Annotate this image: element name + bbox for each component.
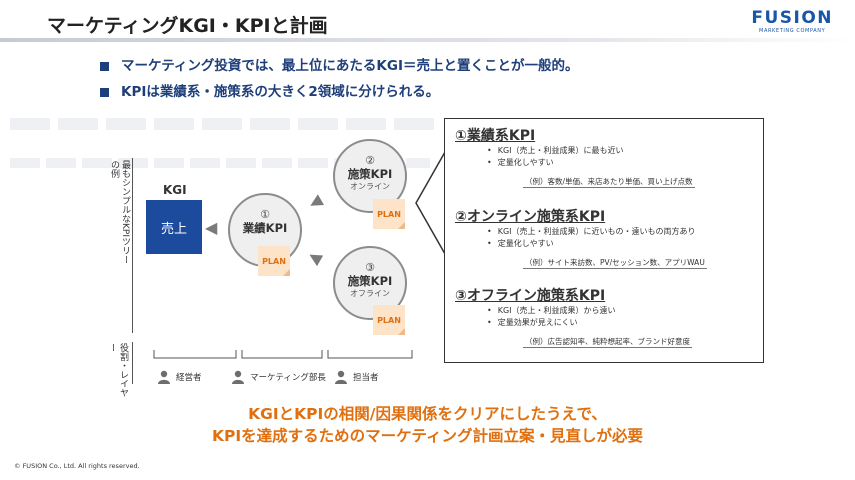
section-item: 定量効果が見えにくい	[487, 317, 692, 329]
section-example: （例）広告認知率、純粋想起率、ブランド好意度	[523, 337, 692, 348]
layer-axis-line	[132, 342, 133, 384]
key-point-text: マーケティング投資では、最上位にあたるKGI＝売上と置くことが一般的。	[121, 58, 579, 74]
node-number: ①	[260, 208, 270, 221]
key-point: マーケティング投資では、最上位にあたるKGI＝売上と置くことが一般的。	[100, 53, 578, 79]
arrow-up-left-icon: ◀	[305, 245, 326, 268]
section-item: 定量化しやすい	[487, 157, 695, 169]
section-title: ③オフライン施策系KPI	[455, 288, 606, 304]
plan-tag: PLAN	[373, 305, 405, 335]
logo-wordmark: FUSION	[751, 8, 833, 28]
person-icon	[232, 370, 244, 384]
page-title: マーケティングKGI・KPIと計画	[47, 15, 328, 37]
layer-person-label: 担当者	[353, 373, 379, 383]
layer-executive: 経営者	[157, 370, 202, 384]
callout-pointer	[415, 151, 446, 255]
node-online-kpi: ② 施策KPI オンライン	[333, 139, 407, 213]
kgi-title: KGI	[163, 183, 187, 197]
arrow-left-icon: ◀	[205, 218, 218, 237]
section-item: KGI（売上・利益成果）から遠い	[487, 305, 692, 317]
key-point-text: KPIは業績系・施策系の大きく2領域に分けられる。	[121, 84, 440, 100]
section-example: （例）客数/単価、来店あたり単価、買い上げ点数	[523, 177, 695, 188]
person-icon	[158, 370, 170, 384]
layer-brackets	[153, 350, 413, 359]
layer-person-label: 経営者	[176, 373, 202, 383]
kgi-box: 売上	[146, 200, 202, 254]
layer-person-label: マーケティング部長	[250, 373, 326, 383]
layer-side-label: 役割・レイヤー	[107, 343, 128, 397]
kpi-description-panel: ①業績系KPI KGI（売上・利益成果）に最も近い 定量化しやすい （例）客数/…	[444, 118, 764, 363]
node-subtitle: オンライン	[350, 182, 390, 191]
company-logo: FUSION MARKETING COMPANY	[751, 8, 833, 34]
kpi-section-performance: ①業績系KPI KGI（売上・利益成果）に最も近い 定量化しやすい （例）客数/…	[455, 128, 695, 188]
section-title: ①業績系KPI	[455, 128, 536, 144]
layer-staff: 担当者	[334, 370, 379, 384]
copyright: © FUSION Co., Ltd. All rights reserved.	[14, 462, 140, 470]
section-item: KGI（売上・利益成果）に最も近い	[487, 145, 695, 157]
section-example: （例）サイト来訪数、PV/セッション数、アプリWAU	[523, 258, 707, 269]
logo-tagline: MARKETING COMPANY	[759, 28, 826, 34]
node-number: ②	[365, 154, 375, 167]
arrow-down-left-icon: ◀	[304, 190, 325, 213]
title-divider	[0, 38, 855, 42]
node-name: 業績KPI	[242, 221, 288, 235]
section-item: KGI（売上・利益成果）に近いもの・遠いもの両方あり	[487, 226, 707, 238]
plan-tag: PLAN	[258, 246, 290, 276]
kpi-section-online: ②オンライン施策系KPI KGI（売上・利益成果）に近いもの・遠いもの両方あり …	[455, 209, 707, 269]
key-point: KPIは業績系・施策系の大きく2領域に分けられる。	[100, 79, 578, 105]
conclusion-line: KGIとKPIの相関/因果関係をクリアにしたうえで、	[248, 405, 607, 423]
node-number: ③	[365, 261, 375, 274]
square-bullet-icon	[100, 87, 109, 97]
tree-side-label: 最もシンプルなKPIツリーの例	[109, 160, 130, 264]
square-bullet-icon	[100, 61, 109, 71]
person-icon	[335, 370, 347, 384]
layer-marketing-manager: マーケティング部長	[231, 370, 326, 384]
node-name: 施策KPI	[347, 167, 393, 181]
section-title: ②オンライン施策系KPI	[455, 209, 606, 225]
faded-background-text	[10, 158, 430, 168]
faded-background-text	[10, 118, 440, 130]
section-item: 定量化しやすい	[487, 238, 707, 250]
conclusion-line: KPIを達成するためのマーケティング計画立案・見直しが必要	[212, 427, 643, 445]
tree-axis-line	[132, 158, 133, 333]
key-points: マーケティング投資では、最上位にあたるKGI＝売上と置くことが一般的。 KPIは…	[100, 53, 578, 105]
kpi-section-offline: ③オフライン施策系KPI KGI（売上・利益成果）から遠い 定量効果が見えにくい…	[455, 288, 692, 348]
node-subtitle: オフライン	[350, 289, 390, 298]
plan-tag: PLAN	[373, 199, 405, 229]
node-name: 施策KPI	[347, 274, 393, 288]
